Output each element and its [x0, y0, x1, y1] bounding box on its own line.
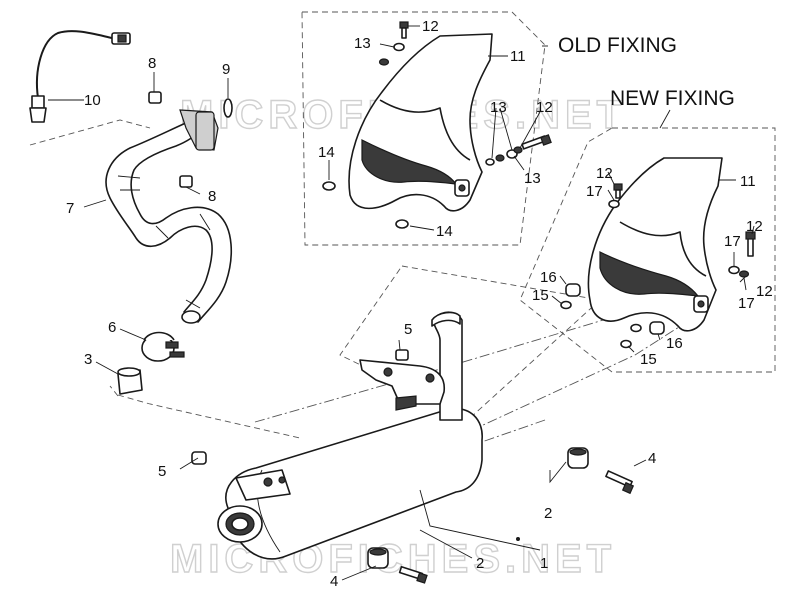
new-washer-15c	[620, 339, 632, 349]
new-callout-15-left: 15	[532, 287, 549, 304]
new-callout-17-top: 17	[586, 183, 603, 200]
bolt-4-right	[605, 470, 635, 495]
new-grommet-16b	[649, 321, 665, 335]
nut-8-top	[148, 91, 162, 104]
old-callout-14-bottom: 14	[436, 223, 453, 240]
new-washer-17c	[738, 270, 750, 278]
frame-leader-3	[109, 385, 119, 397]
new-callout-12-top: 12	[596, 165, 613, 182]
headpipe-bracket-frame	[117, 394, 301, 439]
new-callout-15-bottom: 15	[640, 351, 657, 368]
callout-2-right: 2	[544, 505, 552, 522]
muffler-frame	[339, 265, 601, 419]
new-callout-17-low: 17	[738, 295, 755, 312]
watermark-bottom: MICROFICHES.NET	[170, 537, 616, 581]
old-fixing-frame	[301, 11, 546, 246]
new-grommet-16a	[565, 283, 581, 297]
spacer-5-top	[395, 349, 409, 361]
new-washer-15a	[560, 300, 572, 310]
old-callout-14-left: 14	[318, 144, 335, 161]
old-callout-11: 11	[510, 48, 526, 65]
new-screw-12b	[745, 231, 756, 257]
callout-8-bottom: 8	[208, 188, 216, 205]
callout-4-right: 4	[648, 450, 656, 467]
muffler-part	[217, 311, 483, 560]
nut-8-bottom	[179, 175, 193, 188]
new-callout-11: 11	[740, 173, 756, 190]
bolt-4-bottom	[398, 565, 428, 584]
leader-lines	[48, 25, 755, 581]
callout-1: 1	[540, 555, 548, 572]
old-callout-13-mid: 13	[490, 99, 507, 116]
lambda-sensor-part	[29, 30, 131, 123]
old-washer-13d	[495, 154, 505, 162]
old-callout-12-mid: 12	[536, 99, 553, 116]
new-callout-12-low: 12	[756, 283, 773, 300]
callout-5-bottom: 5	[158, 463, 166, 480]
old-washer-13c	[485, 158, 495, 166]
callout-8-top: 8	[148, 55, 156, 72]
old-washer-14b	[395, 219, 409, 229]
callout-3: 3	[84, 351, 92, 368]
new-screw-12a	[613, 183, 623, 199]
old-washer-13f	[513, 146, 523, 154]
new-fixing-heading: NEW FIXING	[610, 87, 735, 110]
old-callout-13-top: 13	[354, 35, 371, 52]
reference-dot	[516, 537, 520, 541]
grommet-2-bottom	[367, 547, 389, 569]
callout-6: 6	[108, 319, 116, 336]
callout-5-top: 5	[404, 321, 412, 338]
old-heat-shield-part	[348, 33, 493, 212]
new-callout-12-right: 12	[746, 218, 763, 235]
old-callout-12-top: 12	[422, 18, 439, 35]
alignment-line-3	[454, 319, 691, 439]
frame-leader-7	[29, 119, 151, 146]
callout-2-bottom: 2	[476, 555, 484, 572]
old-washer-13a	[393, 42, 405, 52]
callout-10: 10	[84, 92, 101, 109]
new-callout-16-bottom: 16	[666, 335, 683, 352]
new-heat-shield-part	[587, 157, 723, 332]
gasket-9	[223, 98, 233, 118]
spacer-5-bottom	[191, 451, 207, 465]
callout-7: 7	[66, 200, 74, 217]
old-screw-12a	[399, 21, 409, 39]
new-callout-16-left: 16	[540, 269, 557, 286]
new-washer-17b	[728, 265, 740, 275]
old-screw-12b	[521, 134, 552, 150]
grommet-2-right	[567, 447, 589, 469]
head-pipe-part	[105, 109, 233, 324]
new-callout-17-right: 17	[724, 233, 741, 250]
callout-4-bottom: 4	[330, 573, 338, 590]
old-washer-14a	[322, 181, 336, 191]
callout-9: 9	[222, 61, 230, 78]
sleeve-3-part	[117, 367, 143, 395]
old-fixing-heading: OLD FIXING	[558, 34, 677, 57]
new-washer-17a	[608, 199, 620, 209]
clamp-6-part	[141, 331, 185, 362]
new-washer-15b	[630, 323, 642, 333]
old-callout-13-low: 13	[524, 170, 541, 187]
new-fixing-frame	[519, 127, 776, 373]
old-washer-13b	[378, 58, 390, 66]
